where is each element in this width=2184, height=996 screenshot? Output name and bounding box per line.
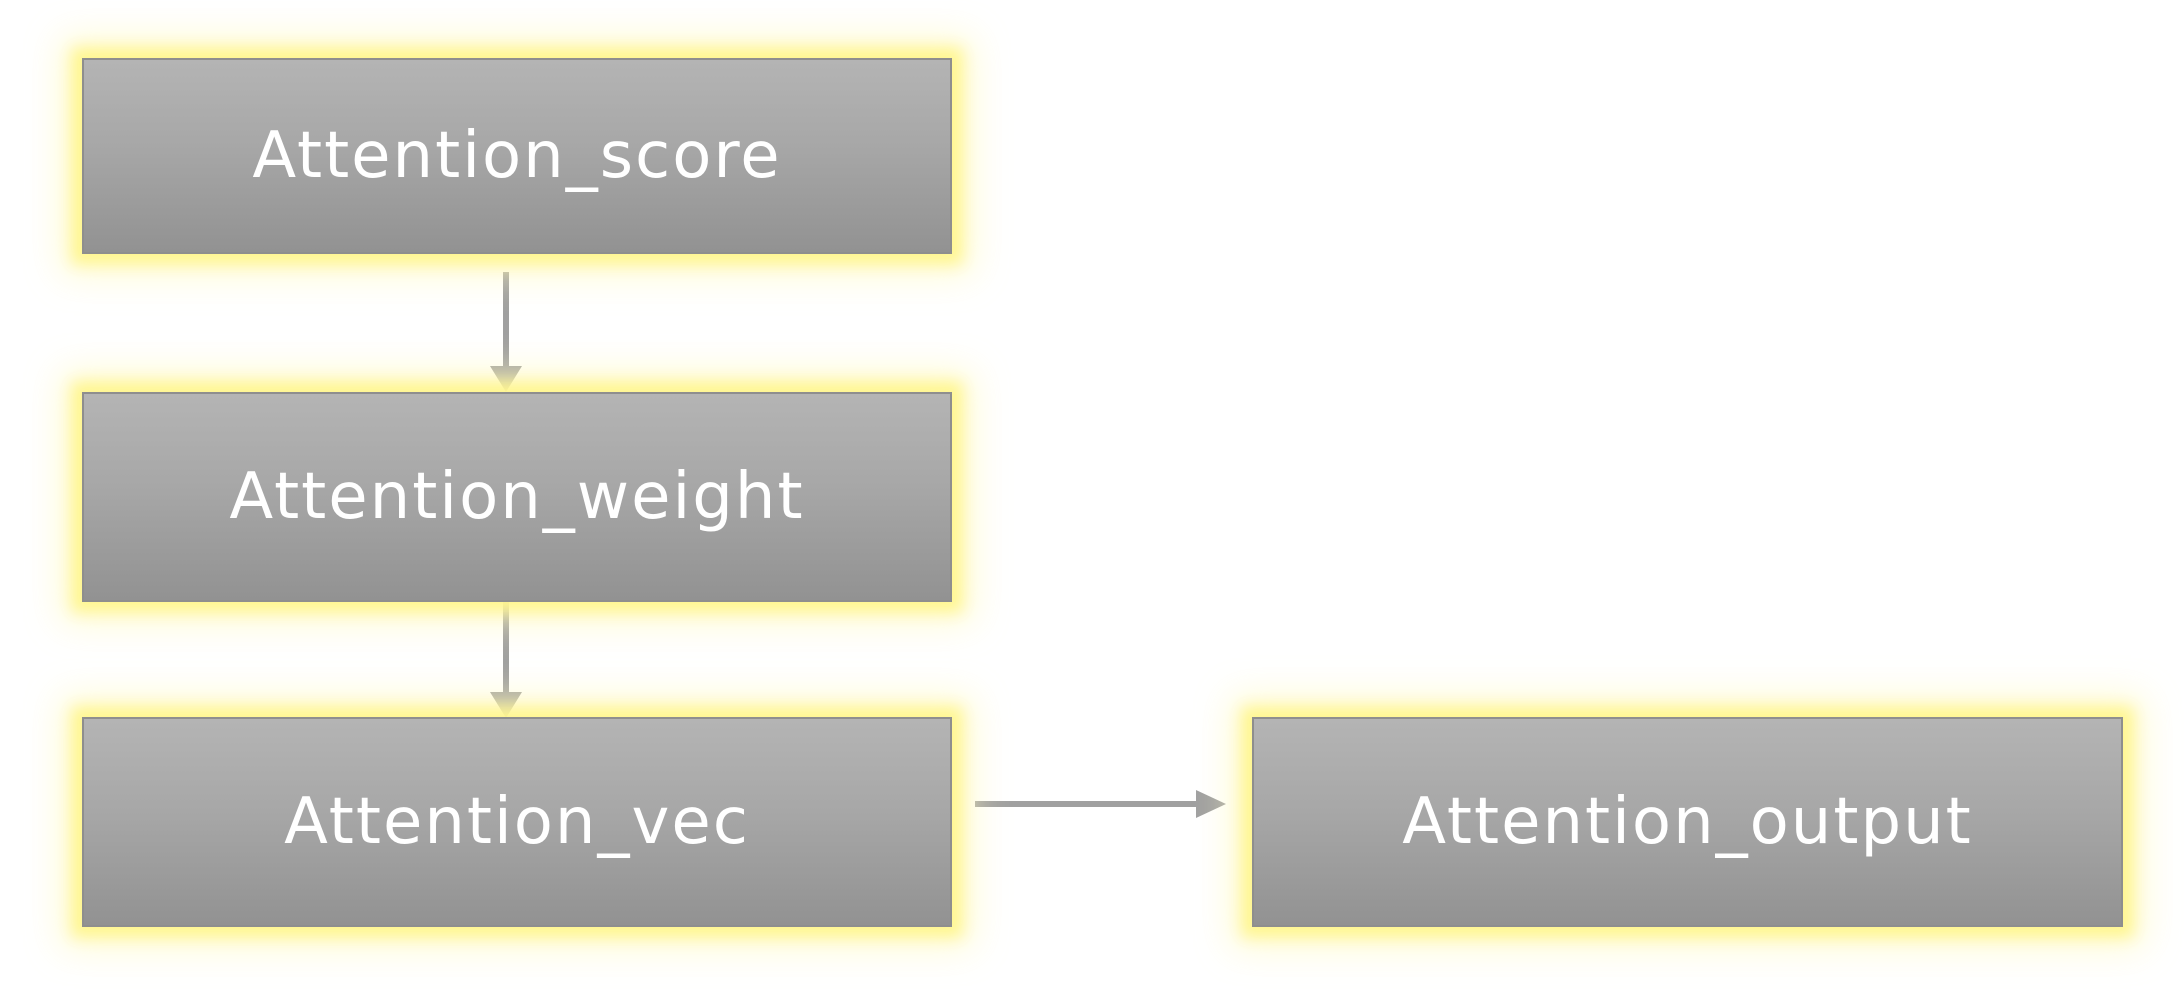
arrow-score-to-weight — [490, 272, 522, 392]
attention-score-node: Attention_score — [82, 58, 952, 254]
attention-output-node: Attention_output — [1252, 717, 2123, 927]
attention-weight-label: Attention_weight — [229, 460, 805, 534]
attention-weight-node: Attention_weight — [82, 392, 952, 602]
arrow-vec-to-output — [975, 790, 1226, 818]
arrow-weight-to-vec — [490, 602, 522, 718]
attention-vec-node: Attention_vec — [82, 717, 952, 927]
attention-vec-label: Attention_vec — [284, 785, 750, 859]
attention-output-label: Attention_output — [1402, 785, 1973, 859]
attention-score-label: Attention_score — [252, 119, 782, 193]
